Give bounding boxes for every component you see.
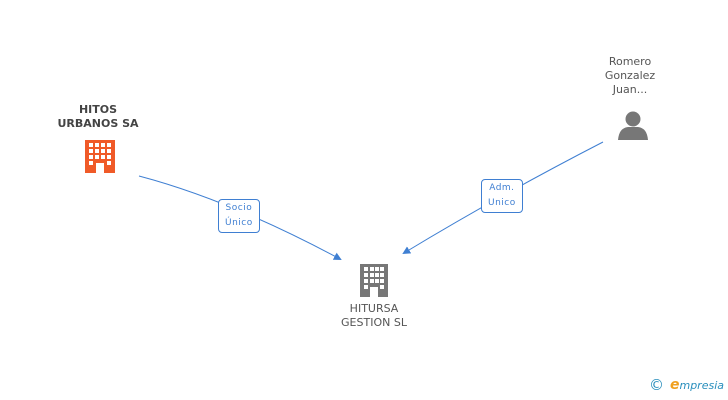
- building-icon[interactable]: [359, 262, 389, 297]
- romero-label: Romero Gonzalez Juan...: [580, 55, 680, 97]
- hitursa-label-line1: HITURSA: [349, 302, 399, 315]
- hitursa-label: HITURSA GESTION SL: [314, 302, 434, 330]
- hitos-label-line2: URBANOS SA: [57, 117, 139, 130]
- romero-label-line2: Gonzalez: [604, 69, 656, 82]
- building-icon[interactable]: [84, 138, 116, 173]
- hitursa-label-line2: GESTION SL: [341, 316, 407, 329]
- edge-label-socio-unico: Socio Único: [218, 199, 260, 233]
- edge-label-socio-line1: Socio: [225, 203, 253, 213]
- brand-initial: e: [669, 377, 680, 393]
- copyright-icon: ©: [648, 376, 664, 394]
- edge-label-adm-unico: Adm. Unico: [481, 179, 523, 213]
- edge-label-adm-line2: Unico: [488, 198, 516, 208]
- romero-label-line3: Juan...: [612, 83, 648, 96]
- edge-label-adm-line1: Adm.: [489, 183, 515, 193]
- hitos-urbanos-label: HITOS URBANOS SA: [40, 103, 156, 131]
- person-icon[interactable]: [617, 110, 649, 140]
- edge-label-socio-line2: Único: [225, 218, 253, 228]
- brand-name: mpresia: [679, 378, 724, 392]
- hitos-label-line1: HITOS: [78, 103, 118, 116]
- romero-label-line1: Romero: [608, 55, 652, 68]
- empresia-footer: © e mpresia: [649, 376, 724, 394]
